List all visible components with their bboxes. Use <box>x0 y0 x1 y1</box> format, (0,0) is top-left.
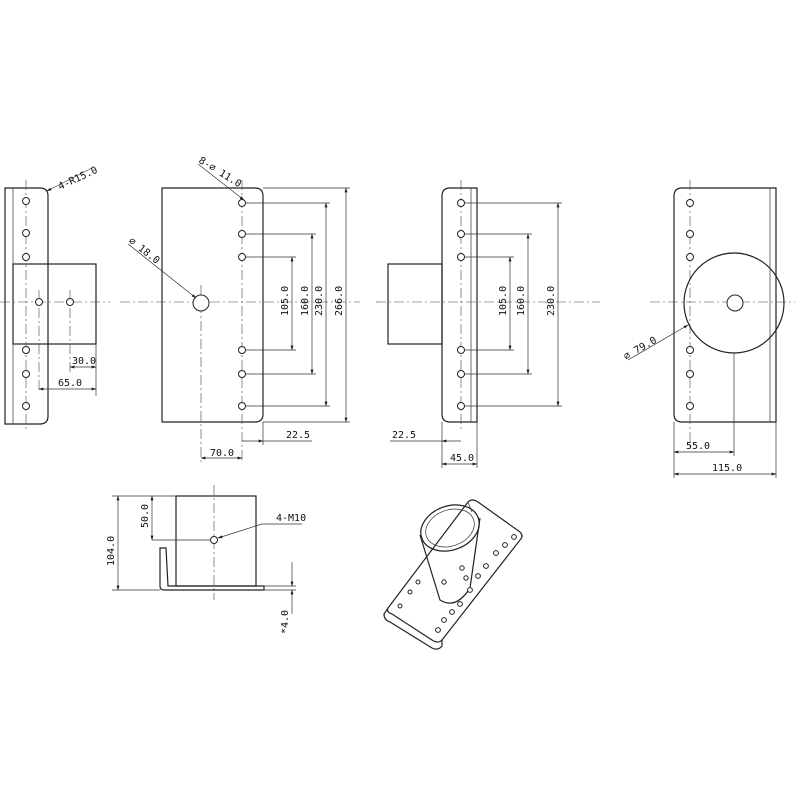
dim-50: 50.0 <box>140 504 151 528</box>
center-hole <box>192 294 210 312</box>
dim-105: 105.0 <box>280 286 291 316</box>
dim-30: 30.0 <box>72 356 96 367</box>
front-holes <box>238 199 246 410</box>
dim-230: 230.0 <box>546 286 557 316</box>
thread-note: 4-M10 <box>276 513 306 524</box>
iso-tube-top <box>420 504 480 552</box>
dim-266: 266.0 <box>334 286 345 316</box>
dim-70: 70.0 <box>210 448 234 459</box>
dim-55: 55.0 <box>686 441 710 452</box>
dim-45: 45.0 <box>450 453 474 464</box>
dim-105: 105.0 <box>498 286 509 316</box>
dim-230: 230.0 <box>314 286 325 316</box>
isometric-view <box>383 499 523 650</box>
rear-holes <box>686 199 694 410</box>
hole-note: 8-∅ 11.0 <box>196 155 243 190</box>
fillet-note: 4-R15.0 <box>57 165 100 193</box>
dim-22-5: 22.5 <box>286 430 310 441</box>
left-side-view: 4-R15.0 30.0 65.0 <box>0 165 110 432</box>
center-hole-dia: ∅ 18.0 <box>126 236 161 267</box>
dim-115: 115.0 <box>712 463 742 474</box>
dim-22-5: 22.5 <box>392 430 416 441</box>
left-side-holes <box>22 197 74 410</box>
iso-holes <box>397 534 517 633</box>
dim-160: 160.0 <box>300 286 311 316</box>
front-view: 105.0 160.0 230.0 266.0 8-∅ 11.0 ∅ 18.0 … <box>120 155 360 462</box>
bottom-view: 104.0 50.0 4-M10 *4.0 <box>106 485 306 634</box>
dim-104: 104.0 <box>106 536 117 566</box>
dim-160: 160.0 <box>516 286 527 316</box>
rear-view: ∅ 79.0 55.0 115.0 <box>622 180 795 478</box>
right-side-holes <box>457 199 465 410</box>
right-side-view: 105.0 160.0 230.0 22.5 45.0 <box>376 180 600 468</box>
dim-65: 65.0 <box>58 378 82 389</box>
tube-diameter: ∅ 79.0 <box>622 335 659 363</box>
dim-thickness: *4.0 <box>280 610 291 634</box>
